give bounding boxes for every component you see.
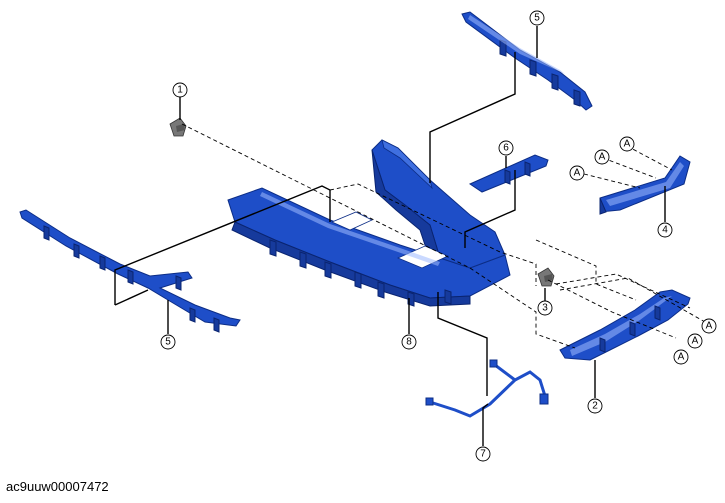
callout-6: 6: [498, 140, 514, 156]
part-6-small-bracket: [468, 154, 549, 193]
callout-7: 7: [475, 446, 491, 462]
svg-text:A: A: [706, 321, 713, 332]
svg-text:7: 7: [480, 449, 486, 460]
fastener-callout-a: A: [619, 136, 635, 152]
svg-text:6: 6: [503, 143, 509, 154]
svg-text:2: 2: [592, 401, 598, 412]
callout-5-top: 5: [529, 10, 545, 26]
dashed-alignment-lines: [181, 123, 706, 349]
part-1-clip: [169, 117, 187, 137]
part-2-lower-trim: [559, 289, 691, 361]
part-5-upper-bracket: [461, 11, 593, 111]
svg-text:A: A: [678, 352, 685, 363]
svg-text:A: A: [599, 152, 606, 163]
callout-1: 1: [172, 82, 188, 98]
fastener-callout-a: A: [687, 333, 703, 349]
svg-text:5: 5: [165, 337, 171, 348]
svg-text:A: A: [692, 336, 699, 347]
callout-4: 4: [657, 222, 673, 238]
callout-5-left: 5: [160, 334, 176, 350]
svg-text:3: 3: [542, 303, 548, 314]
figure-id: ac9uuw00007472: [6, 479, 109, 494]
fastener-callout-a: A: [569, 165, 585, 181]
callout-3: 3: [537, 300, 553, 316]
part-4-side-trim: [599, 155, 691, 215]
callout-8: 8: [401, 334, 417, 350]
part-3-clip: [537, 267, 555, 287]
part-5-lower-bracket: [19, 209, 241, 333]
svg-text:A: A: [574, 168, 581, 179]
svg-text:8: 8: [406, 337, 412, 348]
fastener-callout-a: A: [701, 318, 717, 334]
callout-2: 2: [587, 398, 603, 414]
svg-text:4: 4: [662, 225, 668, 236]
svg-text:A: A: [624, 139, 631, 150]
fastener-callout-a: A: [673, 349, 689, 365]
svg-text:5: 5: [534, 13, 540, 24]
part-7-wiring-harness: [425, 359, 549, 418]
svg-text:1: 1: [177, 85, 183, 96]
leader-lines: [114, 26, 666, 446]
part-8-console-body: [227, 139, 511, 307]
fastener-callout-a: A: [594, 149, 610, 165]
